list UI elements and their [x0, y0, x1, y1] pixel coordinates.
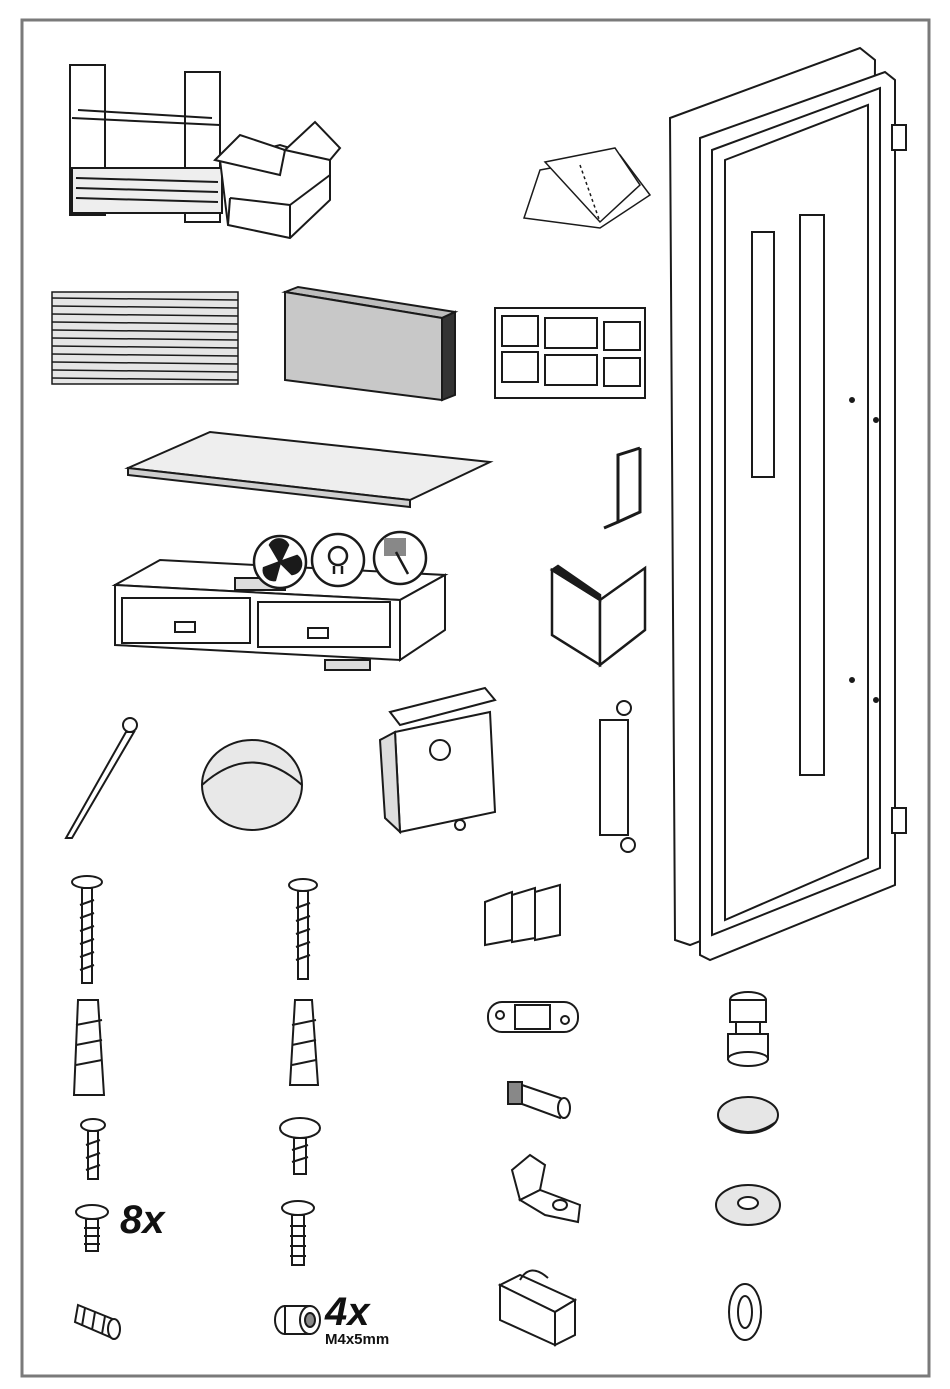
wall-plug-large: [74, 1000, 104, 1095]
glass-shelf: [128, 432, 490, 507]
wood-screw-medium: [289, 879, 317, 979]
threaded-insert: [275, 1306, 320, 1334]
cover-plug: [718, 1097, 778, 1133]
countersunk-screw-m: [76, 1205, 108, 1251]
wall-plug-small: [290, 1000, 318, 1085]
wood-screw-long: [72, 876, 102, 983]
cabinet-with-box: [70, 65, 340, 238]
angle-bracket: [512, 1155, 580, 1222]
countersunk-screw-m4: [282, 1201, 314, 1265]
light-icon: [312, 534, 364, 586]
screw-m-quantity: 8x: [120, 1200, 165, 1240]
u-clip: [500, 1270, 575, 1345]
self-tapping-screw: [81, 1119, 105, 1179]
corner-profile: [552, 566, 645, 665]
screw-m4-quantity: 4x: [325, 1292, 370, 1332]
threaded-sleeve: [75, 1305, 120, 1339]
torx-screw: [280, 1118, 320, 1174]
hinge-slider: [488, 1002, 578, 1032]
instruction-leaflet: [524, 148, 650, 228]
screw-m4-spec: M4x5mm: [325, 1331, 389, 1348]
touch-icon: [374, 532, 426, 584]
clip-strip: [485, 885, 560, 945]
cable-tie: [66, 718, 137, 838]
washer: [716, 1185, 780, 1225]
oval-grommet: [729, 1284, 761, 1340]
pin: [508, 1082, 570, 1118]
filter-grid: [495, 308, 645, 398]
fan-icon: [254, 536, 306, 588]
filter-block: [285, 287, 455, 400]
cap: [202, 740, 302, 830]
mounting-strap: [600, 701, 635, 852]
u-bracket: [604, 448, 640, 528]
spacer-bushing: [728, 992, 768, 1066]
grille: [52, 292, 238, 384]
glass-door-frame: [670, 48, 906, 960]
junction-box: [380, 688, 495, 832]
